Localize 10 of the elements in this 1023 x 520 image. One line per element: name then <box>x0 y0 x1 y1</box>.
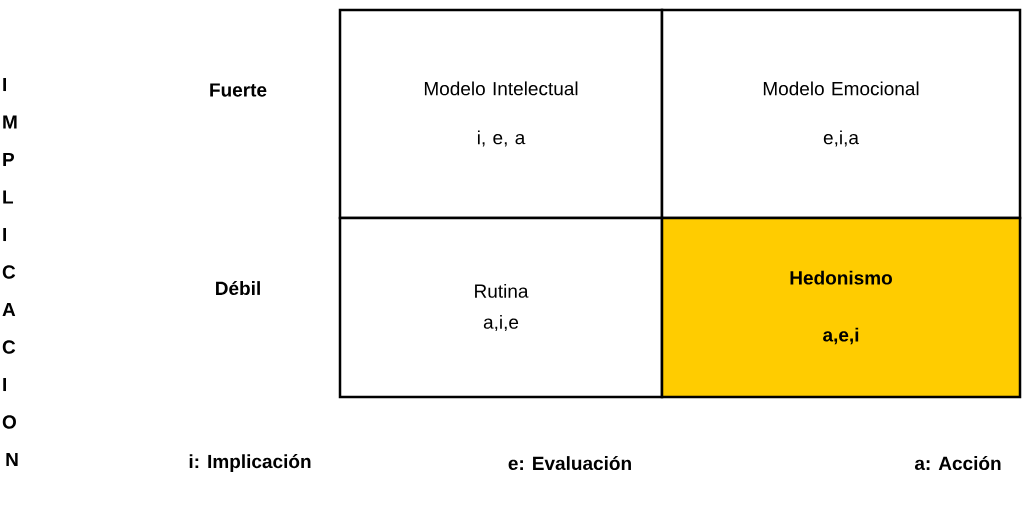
matrix-cell: Modelo Emocional e,i,a <box>660 8 1022 220</box>
row-label: e: Evaluación <box>508 455 631 471</box>
matrix-cell: Hedonismo a,e,i <box>660 216 1022 399</box>
row-label: i: Implicación <box>189 454 311 472</box>
matrix-cell: Modelo Intelectual i, e, a <box>338 8 664 220</box>
vertical-axis-label: IMPLICACION <box>2 78 18 467</box>
matrix-cell: Rutina a,i,e <box>338 216 664 399</box>
row-label: Débil <box>216 280 260 296</box>
row-label: Fuerte <box>210 83 267 97</box>
row-label: a: Acción <box>914 455 1001 471</box>
